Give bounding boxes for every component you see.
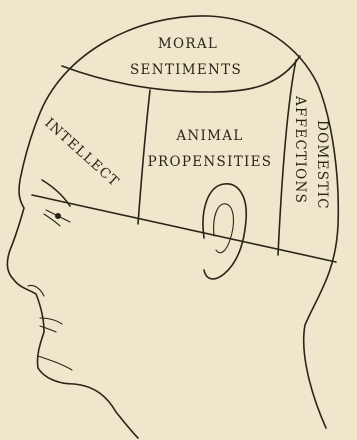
moral-sentiments-label-line-2: SENTIMENTS [130,62,242,78]
domestic-affections-label-line-2: AFFECTIONS [292,95,308,204]
animal-propensities-label-line-1: ANIMAL [175,128,243,144]
domestic-affections-label-line-1: DOMESTIC [314,120,330,210]
animal-propensities-label-line-2: PROPENSITIES [148,154,273,170]
moral-sentiments-label-line-1: MORAL [158,36,218,52]
eye-pupil [55,213,61,219]
